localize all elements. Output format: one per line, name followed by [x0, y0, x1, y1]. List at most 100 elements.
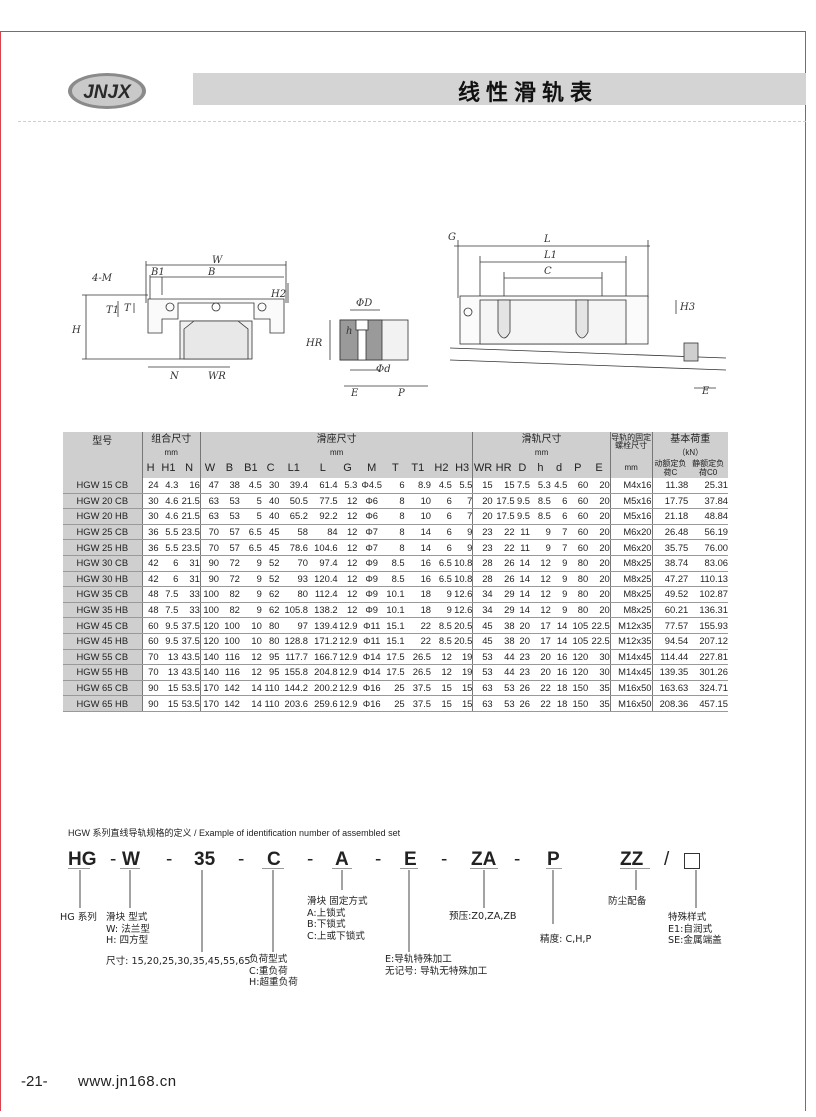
table-cell: 61.4 — [307, 478, 338, 494]
table-cell: 83.06 — [688, 555, 728, 572]
table-cell: 26.5 — [404, 664, 431, 681]
subheader-h-small: h — [529, 458, 551, 478]
header-assembly: 组合尺寸 — [141, 432, 201, 448]
table-cell: 57 — [219, 539, 240, 556]
table-cell: 49.52 — [651, 586, 689, 603]
table-cell: M14x45 — [609, 664, 653, 681]
definition-caption: HGW 系列直线导轨规格的定义 / Example of identificat… — [68, 828, 401, 838]
table-cell: 38 — [219, 478, 240, 494]
table-cell: 60 — [567, 508, 589, 525]
dim-label-phi-d-big: ΦD — [356, 298, 372, 309]
label-mount-b: B:下锁式 — [307, 919, 346, 930]
dim-label-w: W — [212, 255, 223, 266]
table-cell: 20 — [588, 555, 611, 572]
table-cell: Φ9 — [357, 555, 386, 572]
table-cell: 15 — [158, 695, 179, 712]
table-cell-model: HGW 30 HB — [63, 571, 143, 588]
table-cell: 40 — [261, 508, 280, 525]
frame-left-line — [0, 31, 1, 1111]
table-cell: 60.21 — [651, 602, 689, 619]
table-cell: 15 — [451, 695, 473, 712]
table-cell: 22.5 — [588, 617, 611, 634]
table-cell: 52 — [261, 571, 280, 588]
code-hg: HG — [68, 849, 97, 870]
dim-label-b1: B1 — [150, 267, 165, 278]
dim-label-p: P — [397, 388, 405, 399]
label-special-e1: E1:自润式 — [668, 923, 713, 935]
table-cell: 63 — [472, 695, 493, 712]
code-rail: E — [404, 849, 417, 870]
table-cell: 12 — [529, 571, 551, 588]
dim-label-h-small: h — [346, 326, 352, 337]
table-cell: 7.5 — [158, 586, 179, 603]
table-cell: 12 — [239, 664, 262, 681]
table-cell: Φ6 — [357, 493, 386, 510]
table-cell-model: HGW 20 CB — [63, 493, 143, 510]
table-cell: 20 — [514, 633, 530, 650]
table-cell: 9 — [550, 555, 568, 572]
table-cell: 11.38 — [651, 478, 689, 494]
section-view-diagram: ΦD h HR Φd E P — [305, 298, 428, 399]
subheader-static-load: 静额定负荷C0 — [688, 458, 728, 478]
table-cell: M6x20 — [609, 539, 653, 556]
table-cell: 10.1 — [385, 586, 405, 603]
table-cell: 15.1 — [385, 633, 405, 650]
table-cell: 9.5 — [514, 508, 530, 525]
table-cell: 102.87 — [688, 586, 728, 603]
table-cell: 22 — [492, 524, 515, 541]
table-cell: 31 — [178, 555, 201, 572]
table-cell: 93 — [279, 571, 308, 588]
table-cell: 19 — [451, 664, 473, 681]
label-rail: E:导轨特殊加工 无记号: 导轨无特殊加工 — [385, 954, 487, 977]
table-cell: 14 — [404, 539, 431, 556]
table-cell: 95 — [261, 649, 280, 666]
header-load: 基本荷重 — [651, 432, 728, 448]
code-dust: ZZ — [620, 849, 644, 870]
table-cell: 114.44 — [651, 649, 689, 666]
table-cell: 18 — [550, 680, 568, 697]
table-cell-model: HGW 30 CB — [63, 555, 143, 572]
subheader-h2: H2 — [431, 458, 452, 478]
table-cell: 12 — [337, 508, 358, 525]
table-cell: 97.4 — [307, 555, 338, 572]
subheader-t: T — [385, 458, 405, 478]
subheader-wr: WR — [472, 458, 493, 478]
table-cell: 142 — [219, 695, 240, 712]
subheader-l1: L1 — [279, 458, 308, 478]
table-cell: 6.5 — [239, 524, 262, 541]
table-cell: 53.5 — [178, 695, 201, 712]
table-cell: 14 — [514, 586, 530, 603]
table-cell-model: HGW 55 CB — [63, 649, 143, 666]
dim-label-t1: T1 — [106, 305, 119, 316]
table-cell: 120 — [567, 664, 589, 681]
table-cell: M8x25 — [609, 571, 653, 588]
label-type: 滑块 型式 W: 法兰型 H: 四方型 — [106, 912, 150, 947]
table-cell: 17.5 — [492, 508, 515, 525]
label-special: 特殊样式 E1:自润式 SE:金属端盖 — [668, 912, 722, 947]
table-cell: 21.18 — [651, 508, 689, 525]
table-cell: Φ9 — [357, 602, 386, 619]
table-cell: 22 — [492, 539, 515, 556]
table-cell: 14 — [514, 602, 530, 619]
table-cell: 100 — [199, 602, 219, 619]
table-cell: 12 — [337, 602, 358, 619]
table-cell: 120 — [199, 617, 219, 634]
table-cell: 53.5 — [178, 680, 201, 697]
table-cell: 324.71 — [688, 680, 728, 697]
table-cell: M16x50 — [609, 680, 653, 697]
dim-label-b: B — [207, 267, 215, 278]
table-cell-model: HGW 35 CB — [63, 586, 143, 603]
table-cell: 8 — [385, 508, 405, 525]
table-cell: 72 — [219, 571, 240, 588]
table-cell: 5.5 — [451, 478, 473, 494]
table-cell: 10 — [239, 633, 262, 650]
table-cell: 62 — [261, 602, 280, 619]
table-cell: 57 — [219, 524, 240, 541]
table-cell: 26.48 — [651, 524, 689, 541]
code-sep-5: - — [375, 849, 382, 870]
subheader-b1: B1 — [239, 458, 262, 478]
